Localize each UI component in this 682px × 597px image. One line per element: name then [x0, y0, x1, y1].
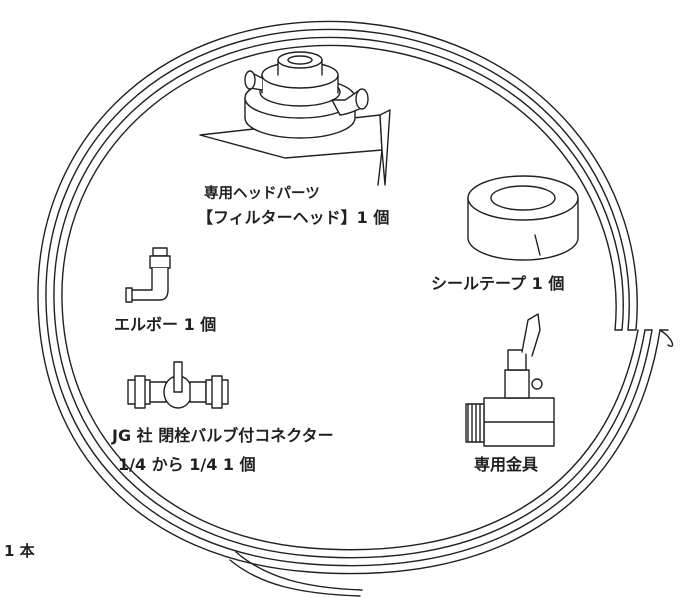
filter-head-illustration: [199, 51, 391, 186]
elbow-label: エルボー 1 個: [114, 315, 216, 334]
seal-tape-label: シールテープ 1 個: [431, 274, 564, 293]
bracket-illustration: [465, 313, 555, 447]
filter-head-label-line2: 【フィルターヘッド】1 個: [197, 208, 389, 227]
tube-count-label: 1 本: [4, 542, 35, 560]
bracket-label: 専用金具: [474, 455, 538, 474]
seal-tape-illustration: [467, 175, 579, 261]
elbow-illustration: [125, 247, 171, 303]
valve-connector-illustration: [127, 361, 229, 409]
valve-connector-label-line1: JG 社 閉栓バルブ付コネクター: [111, 426, 334, 445]
valve-connector-label-line2: 1/4 から 1/4 1 個: [118, 455, 256, 474]
filter-head-label-line1: 専用ヘッドパーツ: [204, 184, 320, 202]
coiled-tube: [37, 20, 674, 597]
